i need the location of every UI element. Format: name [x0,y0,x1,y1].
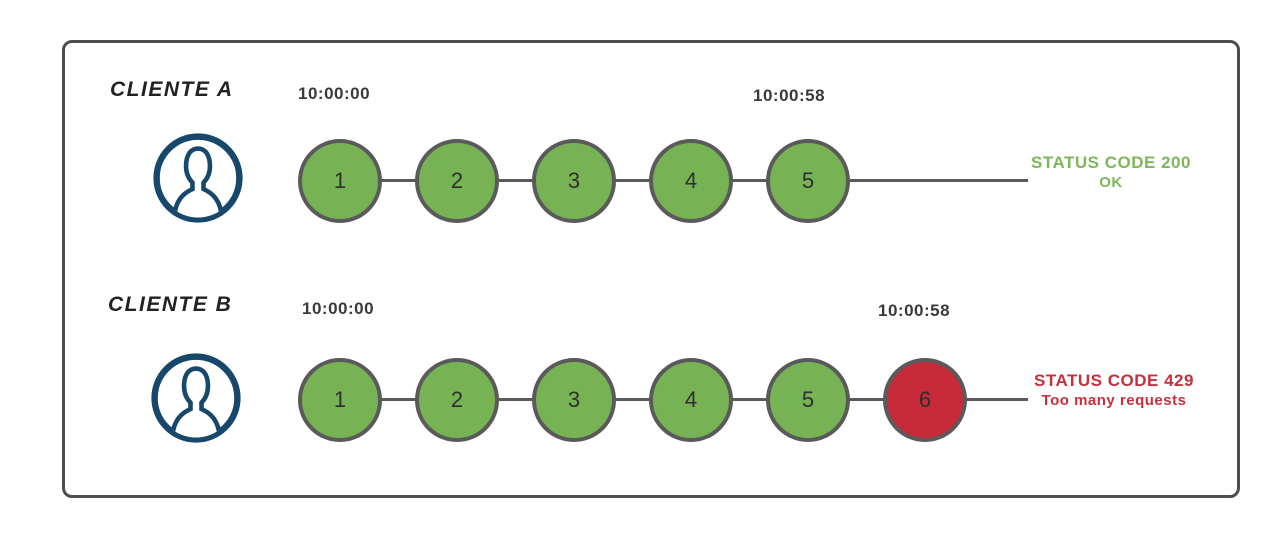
request-circle-b1: 1 [298,358,382,442]
client-b-label: CLIENTE B [108,293,233,316]
request-circle-a4: 4 [649,139,733,223]
request-circle-a3: 3 [532,139,616,223]
request-circle-b2: 2 [415,358,499,442]
request-circle-a5: 5 [766,139,850,223]
client-a-end-time: 10:00:58 [753,86,826,105]
client-b-status-message: Too many requests [1041,392,1187,409]
client-a-start-time: 10:00:00 [298,84,371,103]
client-b-end-time: 10:00:58 [878,301,951,320]
diagram-frame [62,40,1240,498]
client-b-status: STATUS CODE 429 Too many requests [1028,371,1200,411]
user-avatar-icon [150,352,242,444]
client-a-status-message: OK [1099,174,1123,191]
user-avatar-icon [152,132,244,224]
client-b-start-time: 10:00:00 [302,299,375,318]
request-circle-b4: 4 [649,358,733,442]
request-circle-a2: 2 [415,139,499,223]
client-a-status-code: STATUS CODE 200 [1031,153,1191,172]
request-circle-b6-blocked: 6 [883,358,967,442]
client-a-status: STATUS CODE 200 OK [1028,153,1194,193]
request-circle-b3: 3 [532,358,616,442]
client-b-status-code: STATUS CODE 429 [1034,371,1194,390]
request-circle-a1: 1 [298,139,382,223]
client-a-label: CLIENTE A [110,78,234,101]
request-circle-b5: 5 [766,358,850,442]
